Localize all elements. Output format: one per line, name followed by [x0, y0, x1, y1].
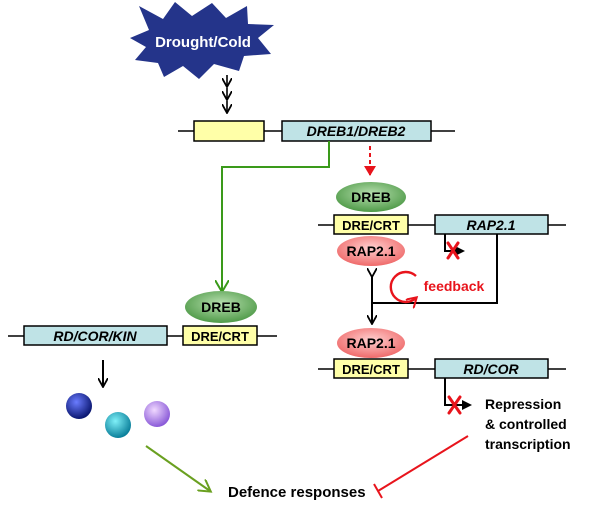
defence-responses-label: Defence responses [228, 484, 366, 501]
feedback-label: feedback [424, 278, 485, 294]
feedback-circular-arrow [389, 270, 416, 302]
dre-crt-left-label: DRE/CRT [191, 329, 249, 344]
repression-x-icon-bottom [447, 395, 462, 415]
dreb-protein-top [336, 182, 406, 212]
rap-gene-box [434, 214, 549, 235]
dreb-locus: DREB1/DREB2 [178, 120, 455, 142]
dre-crt-top-label: DRE/CRT [342, 218, 400, 233]
rd-cor-label: RD/COR [463, 361, 519, 377]
dre-crt-box-top [333, 214, 409, 235]
rap-protein-top-label: RAP2.1 [346, 243, 395, 259]
dreb-protein-left [185, 291, 257, 323]
green-activation-arrow [222, 141, 330, 291]
dre-crt-box-left [182, 325, 258, 346]
dre-crt-bottom-label: DRE/CRT [342, 362, 400, 377]
rap-protein-top [337, 236, 405, 266]
repression-label-line2: & controlled [485, 416, 567, 432]
rap-protein-bottom-label: RAP2.1 [346, 335, 395, 351]
rd-cor-transcription-arrow [444, 378, 472, 410]
rap-transcription-arrow [444, 234, 465, 256]
stress-label: Drought/Cold [155, 34, 251, 51]
olive-arrow-defence [145, 445, 210, 491]
dre-crt-box-bottom [333, 358, 409, 379]
repression-label-line1: Repression [485, 396, 561, 412]
rap-protein-bottom [337, 328, 405, 358]
dreb-protein-top-label: DREB [351, 189, 391, 205]
rd-cor-kin-label: RD/COR/KIN [53, 328, 137, 344]
rd-cor-gene-box [434, 358, 549, 379]
dreb-gene-label: DREB1/DREB2 [307, 123, 406, 139]
dreb-protein-left-label: DREB [201, 299, 241, 315]
product-sphere-blue [66, 393, 92, 419]
repression-label-line3: transcription [485, 436, 571, 452]
stress-burst-shape [130, 2, 274, 79]
repression-x-icon-top [446, 241, 460, 260]
rd-cor-kin-gene-box [23, 325, 168, 346]
red-inhibition-line [377, 435, 469, 492]
product-sphere-purple [144, 401, 170, 427]
rap-gene-label: RAP2.1 [466, 217, 515, 233]
dreb-promoter-box [193, 120, 265, 142]
product-sphere-cyan [105, 412, 131, 438]
red-inhibition-bar [373, 483, 383, 499]
dreb-gene-box [281, 120, 432, 142]
